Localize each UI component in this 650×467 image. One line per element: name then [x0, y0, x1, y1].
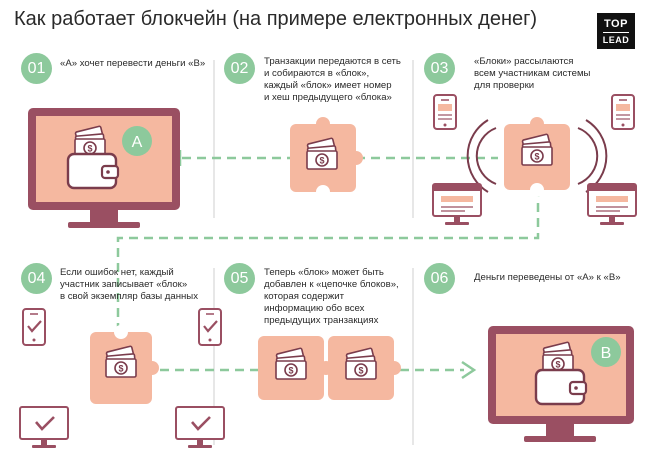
step-number-1: 01	[21, 53, 52, 84]
phone-check-icon	[197, 307, 223, 347]
step-text-4: Если ошибок нет, каждый участник записыв…	[60, 267, 198, 303]
computer-b-label: В	[601, 345, 612, 362]
step-number-3: 03	[424, 53, 455, 84]
step-number-2: 02	[224, 53, 255, 84]
step-number-6: 06	[424, 263, 455, 294]
step-text-6: Деньги переведены от «А» к «В»	[474, 272, 621, 284]
step-text-3: «Блоки» рассылаются всем участникам сист…	[474, 56, 590, 92]
logo-line-2: LEAD	[602, 34, 630, 45]
step-5-line: предыдущих транзакциях	[264, 315, 379, 326]
step-text-5: Теперь «блок» может быть добавлен к «цеп…	[264, 267, 399, 327]
step-2-line: Транзакции передаются в сеть	[264, 56, 401, 67]
arrow-head	[461, 360, 477, 380]
monitor-icon	[587, 183, 637, 226]
logo-line-1: TOP	[604, 17, 628, 30]
step-2-line: и собираются в «блок»,	[264, 68, 370, 79]
step-4-line: Если ошибок нет, каждый	[60, 267, 174, 278]
computer-a-label: А	[132, 134, 143, 151]
block-step-2	[290, 117, 363, 199]
step-5-line: добавлен к «цепочке блоков»,	[264, 279, 399, 290]
step-2-line: и хеш предыдущего «блока»	[264, 92, 392, 103]
monitor-check-icon	[174, 405, 226, 450]
step-5-line: Теперь «блок» может быть	[264, 267, 384, 278]
step-6-line: Деньги переведены от «А» к «В»	[474, 272, 621, 283]
flow-connectors	[116, 156, 540, 372]
block-step-4	[90, 325, 159, 404]
phone-icon	[433, 94, 457, 130]
step-2-line: каждый «блок» имеет номер	[264, 80, 392, 91]
phone-check-icon	[21, 307, 47, 347]
step-3-line: «Блоки» рассылаются	[474, 56, 574, 67]
monitor-icon	[432, 183, 482, 226]
top-lead-logo: TOP LEAD	[597, 13, 635, 49]
step-4-line: в свой экземпляр базы данных	[60, 291, 199, 302]
step-3-line: для проверки	[474, 80, 535, 91]
step-number-4: 04	[21, 263, 52, 294]
step-5-line: информацию обо всех	[264, 303, 365, 314]
step-number-5: 05	[224, 263, 255, 294]
block-step-3	[466, 117, 608, 197]
step-3-line: всем участникам системы	[474, 68, 591, 79]
computer-a: А	[28, 108, 180, 228]
page-title: Как работает блокчейн (на примере електр…	[14, 8, 538, 30]
step-text-2: Транзакции передаются в сеть и собираютс…	[264, 56, 401, 104]
phone-icon	[611, 94, 635, 130]
monitor-check-icon	[18, 405, 70, 450]
step-5-line: которая содержит	[264, 291, 345, 302]
step-4-line: участник записывает «блок»	[60, 279, 188, 290]
step-1-line: «А» хочет перевести деньги «В»	[60, 58, 206, 69]
block-chain	[258, 336, 401, 400]
logo-divider	[603, 31, 629, 33]
step-text-1: «А» хочет перевести деньги «В»	[60, 58, 205, 70]
computer-b: В	[488, 326, 634, 442]
